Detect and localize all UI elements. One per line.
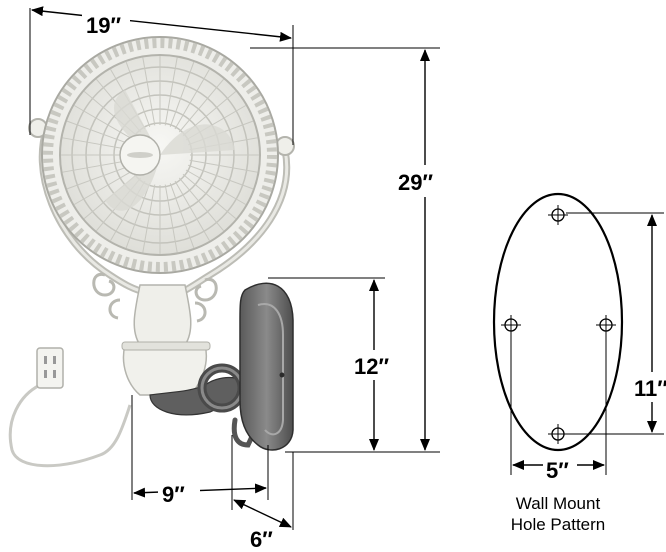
wall-bracket xyxy=(149,282,294,451)
bracket-depth-label: 6″ xyxy=(250,527,273,552)
bracket-height-label: 12″ xyxy=(354,354,389,379)
power-cord xyxy=(8,383,132,468)
depth-label: 9″ xyxy=(162,482,185,507)
width-dimension-line xyxy=(31,6,292,42)
mount-plate-outline xyxy=(492,192,624,452)
width-label: 19″ xyxy=(86,13,121,38)
bracket-depth-dimension-line xyxy=(233,499,292,528)
hole-vertical-label: 11″ xyxy=(634,376,666,401)
wall-outlet-icon xyxy=(36,347,64,389)
mount-hole-bottom xyxy=(548,424,568,444)
mount-hole-top xyxy=(548,205,568,225)
hole-pattern-diagram xyxy=(492,192,664,475)
fan-illustration xyxy=(8,36,295,468)
fan-head xyxy=(41,36,279,274)
fan-motor-housing xyxy=(121,284,211,396)
caption-line-2: Hole Pattern xyxy=(511,515,606,534)
hole-horizontal-label: 5″ xyxy=(546,458,569,483)
mount-hole-left xyxy=(501,315,521,335)
caption-line-1: Wall Mount xyxy=(516,494,601,513)
mount-hole-right xyxy=(596,315,616,335)
height-label: 29″ xyxy=(398,170,433,195)
